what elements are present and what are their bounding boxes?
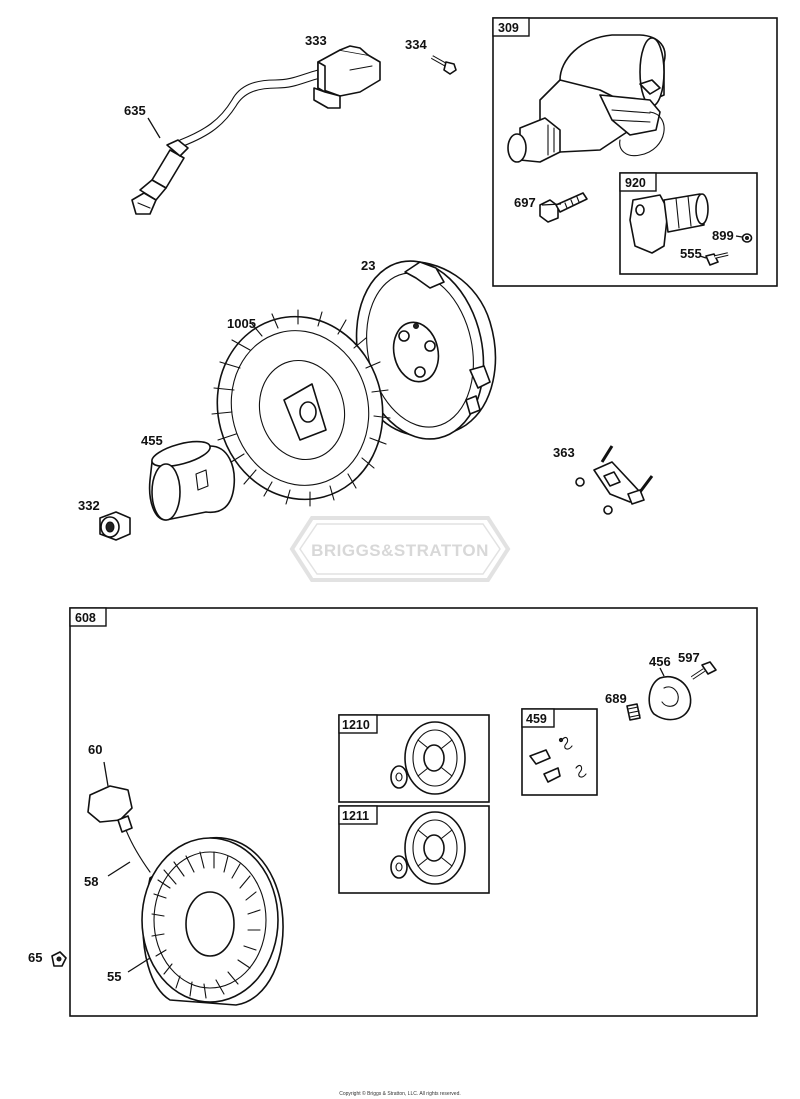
label-920: 920 [625,176,646,190]
housing-screw [51,951,67,967]
pulley-kit-1210-box [338,714,490,803]
starter-handle [87,785,133,833]
pulley-kit-1210-tab [338,714,378,734]
starter-cup [148,440,236,521]
label-65: 65 [28,950,42,965]
label-597: 597 [678,650,700,665]
label-1005: 1005 [227,316,256,331]
flywheel-nut [99,511,131,541]
label-608: 608 [75,611,96,625]
leader-lines [103,117,743,973]
label-689: 689 [605,691,627,706]
coil-screw [431,55,457,75]
label-899: 899 [712,228,734,243]
label-459: 459 [526,712,547,726]
starter-bolt [539,192,588,223]
label-555: 555 [680,246,702,261]
cooling-fan [211,309,391,507]
label-455: 455 [141,433,163,448]
label-333: 333 [305,33,327,48]
pulley-kit-1211-box [338,805,490,894]
label-456: 456 [649,654,671,669]
label-309: 309 [498,21,519,35]
solenoid-nut [741,233,753,243]
pulley-1210 [390,721,466,795]
label-23: 23 [361,258,375,273]
label-635: 635 [124,103,146,118]
spark-plug-wire [131,69,321,215]
pawl-kit-tab [521,708,555,728]
pulley-1211 [390,811,466,885]
copyright-notice: Copyright © Briggs & Stratton, LLC. All … [339,1090,461,1097]
pulley-kit-1211-tab [338,805,378,825]
label-58: 58 [84,874,98,889]
watermark-text: BRIGGS&STRATTON [311,541,489,560]
label-1210: 1210 [342,718,370,732]
starter-housing [141,836,284,1006]
solenoid-screw [705,252,729,266]
label-55: 55 [107,969,121,984]
rewind-starter-tab [69,607,107,627]
solenoid [629,193,709,254]
label-332: 332 [78,498,100,513]
brand-watermark: BRIGGS&STRATTON [289,516,511,582]
starter-motor [507,34,666,163]
ignition-coil [313,45,381,109]
rewind-starter-box [69,607,758,1017]
label-1211: 1211 [342,809,369,823]
solenoid-group-box [619,172,758,275]
starter-group-tab [492,17,530,37]
label-334: 334 [405,37,427,52]
starter-rope [125,829,151,873]
label-697: 697 [514,195,536,210]
label-363: 363 [553,445,575,460]
pawl-retainer [648,675,692,721]
label-60: 60 [88,742,102,757]
pawl-kit [529,736,587,783]
solenoid-group-tab [619,172,657,192]
starter-group-box [492,17,778,287]
pawl-kit-box [521,708,598,796]
brake-spring [626,703,641,721]
bracket-assembly [575,445,654,515]
retainer-screw [690,661,717,680]
